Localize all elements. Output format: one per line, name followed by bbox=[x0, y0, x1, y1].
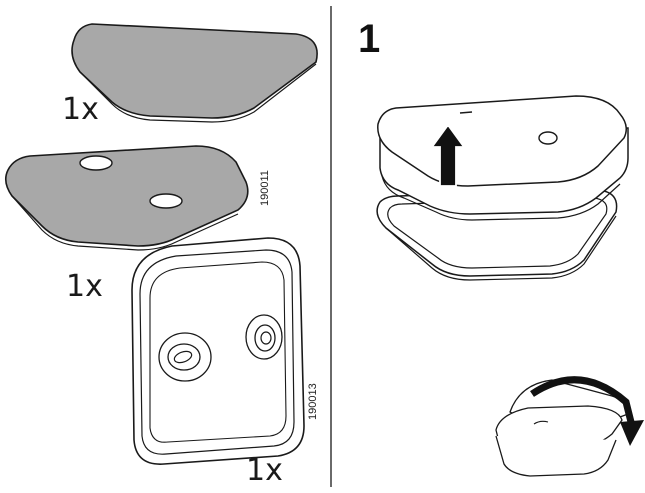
mounting-plate bbox=[131, 237, 305, 465]
part-2-quantity: 1x bbox=[66, 269, 103, 304]
hub-indicator bbox=[459, 111, 473, 114]
slotted-adhesive-pad bbox=[4, 145, 249, 251]
cover-rotation-detail bbox=[495, 376, 644, 477]
part-3-article-number: 190013 bbox=[307, 383, 319, 420]
lift-up-arrow-icon bbox=[430, 123, 466, 187]
hub-button bbox=[538, 131, 558, 145]
part-2-article-number: 190011 bbox=[259, 170, 271, 206]
rotate-arrow-head-icon bbox=[620, 420, 644, 446]
pad-slot-1 bbox=[79, 155, 113, 171]
part-1-quantity: 1x bbox=[62, 92, 99, 127]
part-3-quantity: 1x bbox=[246, 453, 283, 488]
adhesive-pad-1 bbox=[71, 23, 318, 123]
rotate-arrow-icon bbox=[530, 376, 636, 427]
step-number: 1 bbox=[358, 17, 380, 61]
pad-slot-2 bbox=[149, 193, 183, 209]
